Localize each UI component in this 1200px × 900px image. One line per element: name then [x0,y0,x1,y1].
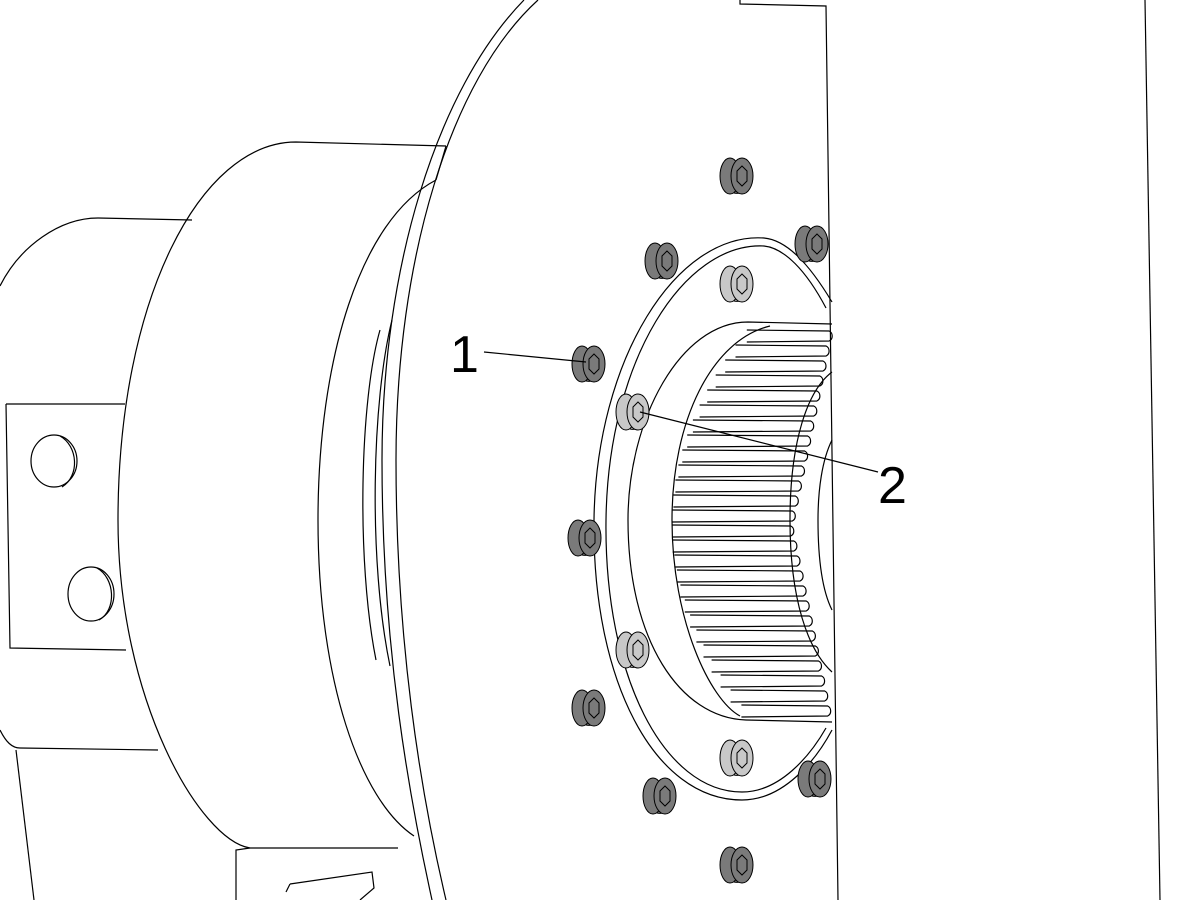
spline-tooth [735,344,830,358]
spline-tooth [675,479,802,493]
spline-tooth [715,374,824,388]
socket-head-bolt-dark-icon [644,242,679,280]
socket-head-bolt-light-icon [719,265,754,303]
spline-tooth [696,629,816,643]
spline-tooth [678,464,806,478]
left-bracket-block [5,403,127,651]
spline-tooth [720,674,826,688]
leader-line-2 [639,411,879,473]
flange-disc [381,0,539,900]
callout-label-2: 2 [878,457,907,515]
spline-tooth [711,659,823,673]
mounting-wall [739,0,1161,900]
socket-head-bolt-dark-icon [642,777,677,815]
bolt-group [567,157,832,884]
spline-tooth [682,449,809,463]
socket-head-bolt-dark-icon [571,689,606,727]
splined-hub [671,325,833,718]
spline-tooth [687,434,812,448]
motor-body [0,217,193,900]
socket-head-bolt-light-icon [615,631,650,669]
socket-head-bolt-dark-icon [794,225,829,263]
spline-tooth [673,494,799,508]
spline-tooth [725,359,827,373]
inner-bore [789,371,833,673]
spline-tooth [674,554,801,568]
leader-line-1 [483,351,587,363]
spline-tooth [707,389,821,403]
spline-tooth [703,644,819,658]
spline-tooth [684,599,810,613]
ring-plate [593,237,833,801]
callout-leaders [483,351,879,473]
spline-tooth [746,329,833,343]
spline-outline [671,325,771,717]
spline-tooth [672,509,796,523]
callout-label-1: 1 [450,326,479,384]
socket-head-bolt-dark-icon [719,846,754,884]
socket-head-bolt-dark-icon [567,519,602,557]
spline-tooth [671,524,795,538]
spline-tooth [692,419,815,433]
socket-head-bolt-dark-icon [797,760,832,798]
gearbox-housing [117,141,447,900]
socket-head-bolt-dark-icon [571,345,606,383]
spline-tooth [730,689,829,703]
socket-head-bolt-dark-icon [719,157,754,195]
spline-tooth [672,539,798,553]
socket-head-bolt-light-icon [615,393,650,431]
socket-head-bolt-light-icon [719,739,754,777]
spline-tooth [676,569,804,583]
spline-tooth [690,614,813,628]
spline-tooth [699,404,818,418]
spline-tooth [741,704,832,718]
spline-tooth [680,584,807,598]
